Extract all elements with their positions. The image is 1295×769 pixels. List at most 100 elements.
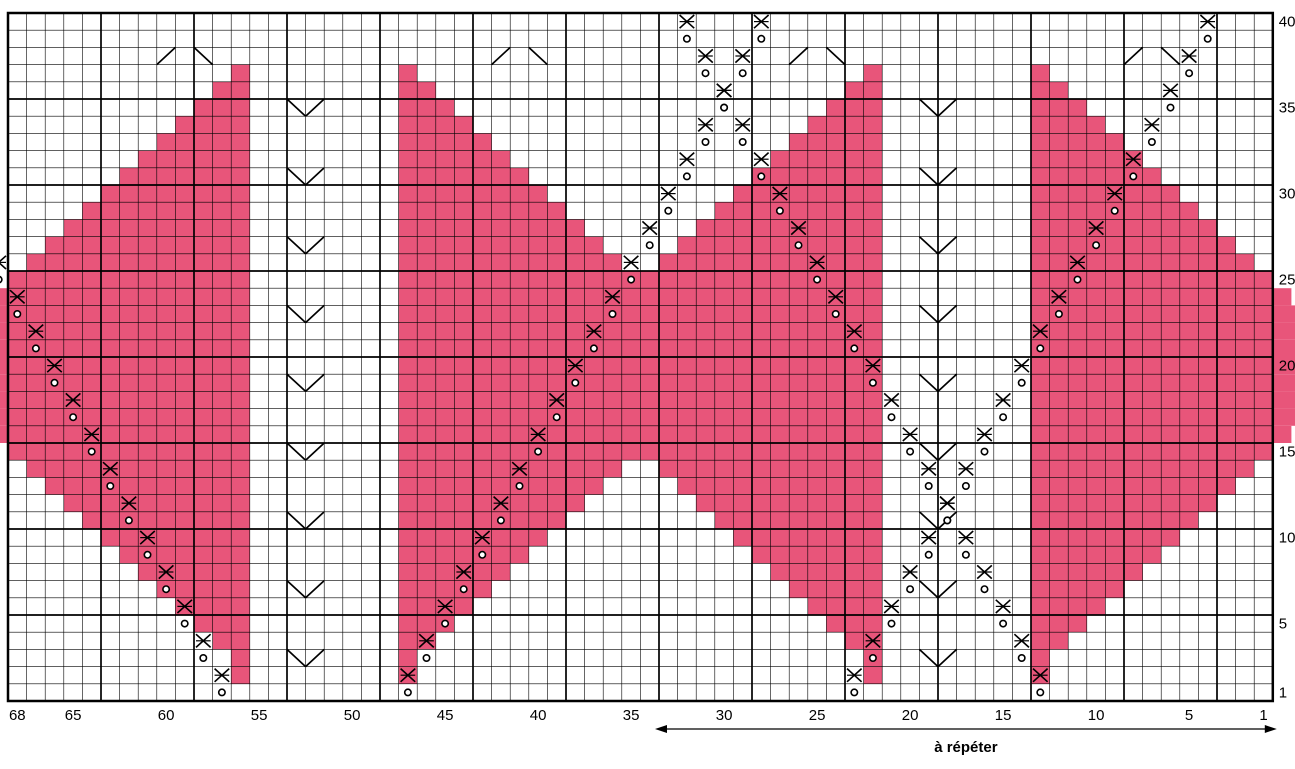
filled-cell <box>714 511 883 529</box>
filled-cell <box>1031 339 1295 357</box>
eyelet-icon <box>1036 688 1045 697</box>
column-label: 25 <box>809 707 826 724</box>
filled-cell <box>8 271 250 289</box>
decrease-mark <box>286 511 307 530</box>
filled-cell <box>0 288 250 306</box>
filled-cell <box>398 580 492 598</box>
decrease-mark <box>918 98 939 117</box>
decrease-mark <box>286 648 307 668</box>
eyelet-icon <box>868 378 877 387</box>
filled-cell <box>82 202 250 220</box>
filled-cell <box>1031 511 1199 529</box>
decrease-mark <box>937 579 958 599</box>
row-label: 20 <box>1279 358 1295 375</box>
decrease-mark <box>788 46 809 66</box>
row-label: 30 <box>1279 186 1295 203</box>
column-label: 40 <box>530 707 547 724</box>
eyelet-icon <box>775 206 784 215</box>
eyelet-icon <box>1185 69 1194 78</box>
decrease-mark <box>937 98 958 117</box>
eyelet-icon <box>682 34 691 43</box>
filled-cell <box>45 236 250 254</box>
eyelet-icon <box>813 275 822 284</box>
eyelet-icon <box>906 585 915 594</box>
column-label: 35 <box>623 707 640 724</box>
eyelet-icon <box>924 481 933 490</box>
filled-cell <box>0 408 250 426</box>
eyelet-icon <box>87 447 96 456</box>
eyelet-icon <box>515 481 524 490</box>
eyelet-icon <box>552 413 561 422</box>
filled-cell <box>0 305 250 323</box>
eyelet-icon <box>1017 653 1026 662</box>
repeat-label: à répéter <box>934 739 998 756</box>
eyelet-icon <box>980 447 989 456</box>
eyelet-icon <box>887 413 896 422</box>
decrease-mark <box>305 167 325 186</box>
grid-major-lines <box>8 13 1273 701</box>
eyelet-icon <box>124 516 133 525</box>
column-label: 68 <box>9 707 26 724</box>
decrease-mark <box>918 373 939 393</box>
filled-cell <box>1031 167 1162 185</box>
filled-cell <box>398 443 641 461</box>
eyelet-icon <box>589 344 598 353</box>
filled-cell <box>398 511 566 529</box>
decrease-mark <box>528 46 548 66</box>
decrease-mark <box>305 235 325 255</box>
decrease-mark <box>918 648 939 668</box>
decrease-mark <box>305 442 325 461</box>
filled-cell <box>231 666 250 684</box>
filled-cell <box>752 167 883 185</box>
filled-cell <box>863 666 883 684</box>
eyelet-icon <box>701 138 710 147</box>
eyelet-icon <box>106 481 115 490</box>
decrease-mark <box>286 98 307 117</box>
eyelet-icon <box>850 344 859 353</box>
column-label: 5 <box>1185 707 1193 724</box>
decrease-mark <box>286 579 307 599</box>
eyelet-icon <box>1092 241 1101 250</box>
decrease-mark <box>918 235 939 255</box>
decrease-mark <box>286 167 307 186</box>
decrease-mark <box>305 373 325 393</box>
row-label: 15 <box>1279 444 1295 461</box>
filled-cell <box>1031 322 1295 340</box>
filled-cell <box>231 649 250 667</box>
filled-cell <box>8 443 250 461</box>
decrease-mark <box>937 442 958 461</box>
decrease-mark <box>918 442 939 461</box>
filled-cell <box>119 167 250 185</box>
filled-cell <box>0 357 250 375</box>
stitch-symbols <box>0 14 1216 697</box>
decrease-mark <box>491 46 511 66</box>
eyelet-icon <box>738 138 747 147</box>
eyelet-icon <box>50 378 59 387</box>
column-label: 15 <box>995 707 1012 724</box>
eyelet-icon <box>403 688 412 697</box>
eyelet-icon <box>1110 206 1119 215</box>
decrease-mark <box>193 46 214 66</box>
filled-cell <box>194 615 250 633</box>
eyelet-icon <box>887 619 896 628</box>
eyelet-icon <box>441 619 450 628</box>
column-label: 65 <box>65 707 82 724</box>
eyelet-icon <box>459 585 468 594</box>
decrease-mark <box>156 46 176 66</box>
filled-cell <box>0 391 250 409</box>
eyelet-icon <box>1147 138 1156 147</box>
decrease-mark <box>286 442 307 461</box>
decrease-mark <box>305 579 325 599</box>
eyelet-icon <box>701 69 710 78</box>
eyelet-icon <box>831 309 840 318</box>
repeat-arrow-right-icon <box>1264 725 1277 733</box>
chart-frame <box>6 11 1275 703</box>
filled-cell <box>398 305 678 323</box>
eyelet-icon <box>645 241 654 250</box>
filled-cell <box>156 580 250 598</box>
filled-cell <box>1031 99 1087 117</box>
decrease-mark <box>825 46 846 66</box>
eyelet-icon <box>31 344 40 353</box>
decrease-mark <box>937 304 958 324</box>
filled-cell <box>398 615 455 633</box>
